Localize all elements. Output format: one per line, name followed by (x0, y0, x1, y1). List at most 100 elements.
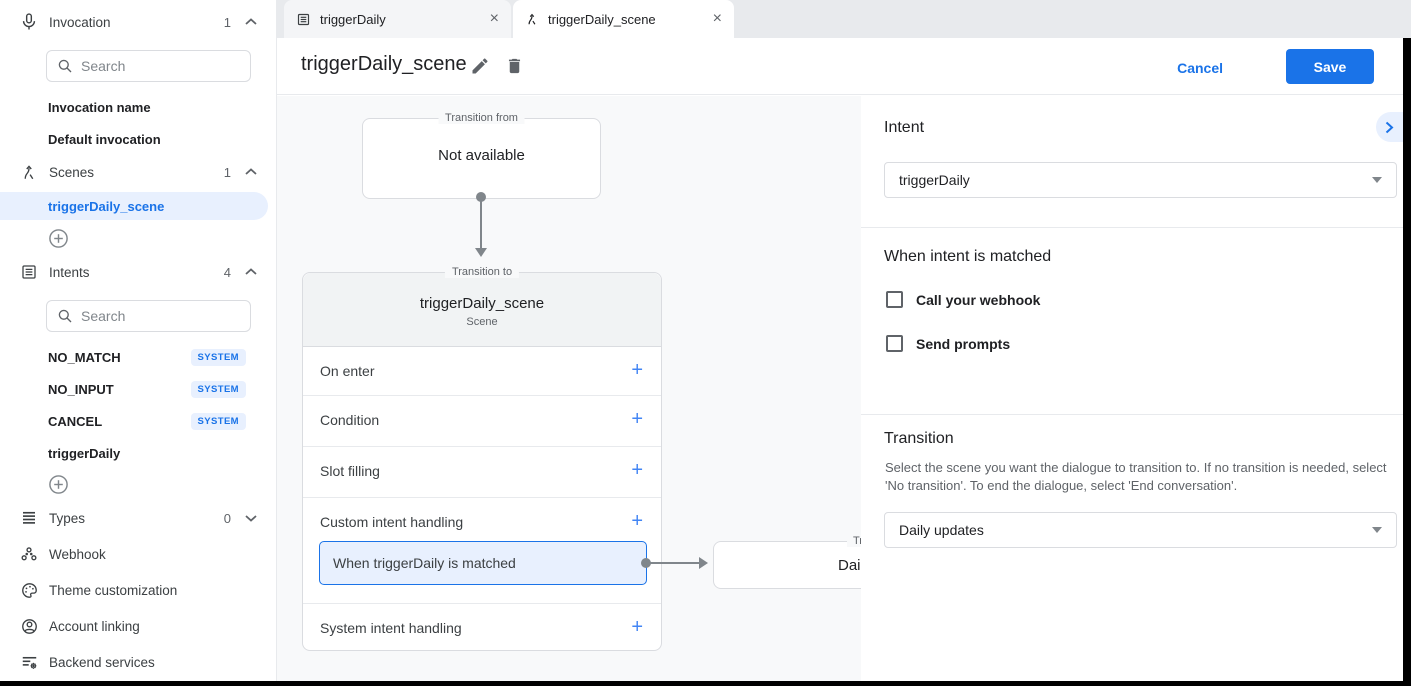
system-badge: SYSTEM (190, 412, 246, 430)
sidebar-section-intents[interactable]: Intents 4 (0, 258, 277, 286)
sidebar-section-types[interactable]: Types 0 (0, 504, 277, 532)
sidebar-section-invocation[interactable]: Invocation 1 (0, 8, 277, 36)
save-button[interactable]: Save (1286, 49, 1374, 84)
intent-handler-when-triggerdaily-matched[interactable]: When triggerDaily is matched (319, 541, 647, 585)
sidebar-item-invocation-name[interactable]: Invocation name (48, 99, 151, 115)
transition-from-node[interactable]: Transition from Not available (362, 112, 601, 199)
page-title: triggerDaily_scene (301, 53, 467, 75)
collapse-panel-button[interactable] (1376, 112, 1403, 142)
sidebar-item-theme-customization[interactable]: Theme customization (0, 576, 277, 604)
close-icon[interactable]: × (489, 10, 499, 27)
scene-card-header[interactable]: triggerDaily_scene Scene (303, 273, 661, 347)
sidebar: Invocation 1 Invocation name Default inv… (0, 0, 277, 681)
edit-pencil-icon[interactable] (470, 56, 490, 76)
chevron-up-icon[interactable] (239, 168, 263, 176)
send-prompts-row: Send prompts (886, 335, 1010, 352)
transition-select[interactable]: Daily updates (884, 512, 1397, 548)
add-icon[interactable]: + (631, 616, 643, 638)
sidebar-item-triggerdaily[interactable]: triggerDaily (48, 445, 121, 461)
scene-row-system-intent-handling[interactable]: System intent handling + (320, 616, 643, 638)
arrow-down-icon (475, 248, 487, 257)
caret-down-icon (1372, 527, 1382, 533)
intent-select[interactable]: triggerDaily (884, 162, 1397, 198)
trash-icon[interactable] (505, 56, 525, 76)
node-legend: Transition to (444, 266, 520, 278)
transition-from-content: Not available (438, 147, 525, 164)
transition-heading: Transition (884, 430, 954, 447)
section-count: 1 (223, 14, 231, 30)
sidebar-item-no-match[interactable]: NO_MATCH SYSTEM (0, 343, 268, 371)
node-legend: Transition from (438, 112, 525, 124)
search-input[interactable] (81, 308, 231, 324)
intents-search[interactable] (46, 300, 251, 332)
scene-card-title: triggerDaily_scene (419, 295, 545, 312)
section-label: Invocation (49, 14, 111, 30)
transition-to-daily-updates-node[interactable]: Transition to Daily updates (713, 535, 861, 589)
sidebar-item-webhook[interactable]: Webhook (0, 540, 277, 568)
scene-row-custom-intent-handling[interactable]: Custom intent handling + When triggerDai… (303, 498, 661, 604)
microphone-icon (17, 10, 41, 34)
chevron-up-icon[interactable] (239, 268, 263, 276)
connector-line (480, 200, 482, 248)
node-legend: Transition to (847, 535, 861, 547)
intent-editor-panel: Intent triggerDaily When intent is match… (861, 96, 1403, 681)
add-icon[interactable]: + (631, 408, 643, 430)
connector-dot (641, 558, 651, 568)
sidebar-item-account-linking[interactable]: Account linking (0, 612, 277, 640)
system-badge: SYSTEM (190, 348, 246, 366)
add-icon[interactable]: + (631, 510, 643, 532)
scene-card: Transition to triggerDaily_scene Scene O… (302, 266, 662, 651)
section-count: 4 (223, 264, 231, 280)
intent-heading: Intent (884, 119, 925, 136)
search-input[interactable] (81, 58, 231, 74)
chevron-down-icon[interactable] (239, 514, 263, 522)
divider (861, 414, 1403, 415)
tab-triggerdaily[interactable]: triggerDaily × (284, 0, 511, 38)
close-icon[interactable]: × (712, 10, 722, 27)
section-count: 1 (223, 164, 231, 180)
chevron-up-icon[interactable] (239, 18, 263, 26)
invocation-search[interactable] (46, 50, 251, 82)
backend-gear-icon (17, 650, 41, 674)
sidebar-section-scenes[interactable]: Scenes 1 (0, 158, 277, 186)
tab-strip: triggerDaily × triggerDaily_scene × (277, 0, 1411, 38)
tab-triggerdaily-scene[interactable]: triggerDaily_scene × (513, 0, 734, 38)
palette-icon (17, 578, 41, 602)
scene-fork-icon (17, 160, 41, 184)
chevron-right-icon (1385, 121, 1394, 134)
transition-description: Select the scene you want the dialogue t… (885, 460, 1387, 493)
cancel-button[interactable]: Cancel (1177, 60, 1223, 76)
search-icon (57, 308, 73, 324)
sidebar-item-cancel[interactable]: CANCEL SYSTEM (0, 407, 268, 435)
horizontal-scrollbar[interactable] (0, 681, 1411, 686)
vertical-scrollbar[interactable] (1403, 38, 1411, 681)
add-icon[interactable]: + (631, 359, 643, 381)
search-icon (57, 58, 73, 74)
send-prompts-checkbox[interactable] (886, 335, 903, 352)
sidebar-item-triggerdaily-scene[interactable]: triggerDaily_scene (0, 192, 268, 220)
call-webhook-row: Call your webhook (886, 291, 1040, 308)
section-label: Scenes (49, 164, 95, 180)
section-count: 0 (223, 510, 231, 526)
webhook-nodes-icon (17, 542, 41, 566)
call-webhook-checkbox[interactable] (886, 291, 903, 308)
add-icon[interactable]: + (631, 459, 643, 481)
divider (861, 227, 1403, 228)
add-intent-button[interactable] (48, 474, 69, 495)
intent-list-icon (296, 12, 311, 27)
arrow-right-icon (699, 557, 708, 569)
scene-row-on-enter[interactable]: On enter + (303, 347, 661, 396)
scene-canvas: Transition from Not available Transition… (277, 96, 861, 681)
scene-fork-icon (525, 12, 539, 26)
sidebar-item-default-invocation[interactable]: Default invocation (48, 131, 161, 147)
section-label: Types (49, 510, 86, 526)
connector-line (649, 562, 699, 564)
add-scene-button[interactable] (48, 228, 69, 249)
scene-row-slot-filling[interactable]: Slot filling + (303, 447, 661, 498)
sidebar-item-backend-services[interactable]: Backend services (0, 648, 277, 676)
sidebar-item-no-input[interactable]: NO_INPUT SYSTEM (0, 375, 268, 403)
types-lines-icon (17, 506, 41, 530)
caret-down-icon (1372, 177, 1382, 183)
when-intent-matched-heading: When intent is matched (884, 248, 1052, 265)
scene-row-condition[interactable]: Condition + (303, 396, 661, 447)
